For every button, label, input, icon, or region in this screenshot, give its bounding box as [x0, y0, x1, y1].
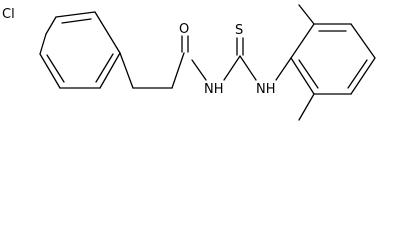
bond: [223, 55, 241, 81]
sulfur-label: S: [235, 23, 243, 38]
bond: [45, 16, 57, 35]
bond: [191, 59, 207, 81]
chlorophenyl-ring: [39, 11, 121, 89]
bond: [298, 59, 319, 89]
amide-nh-label: NH: [204, 82, 224, 97]
bond: [61, 18, 92, 24]
bond: [55, 11, 96, 18]
chlorine-label: Cl: [2, 7, 15, 22]
bond: [347, 59, 368, 89]
bond: [298, 93, 315, 121]
bond: [290, 23, 315, 59]
bond: [39, 33, 47, 55]
bond: [290, 57, 315, 95]
bond: [298, 4, 315, 25]
oxygen-label: O: [179, 22, 189, 37]
bond: [275, 57, 292, 81]
bond: [99, 52, 121, 89]
bond: [350, 23, 376, 59]
bond: [119, 52, 134, 89]
structure-diagram: Cl O S NH NH: [2, 4, 376, 121]
bond: [95, 53, 114, 83]
dimethylphenyl-ring: [290, 4, 376, 121]
bond: [94, 11, 121, 54]
thioamide-nh-label: NH: [256, 82, 276, 97]
bond: [39, 53, 61, 89]
bond: [350, 57, 376, 95]
bond: [171, 52, 185, 89]
bond: [46, 54, 65, 83]
bond: [239, 55, 257, 81]
